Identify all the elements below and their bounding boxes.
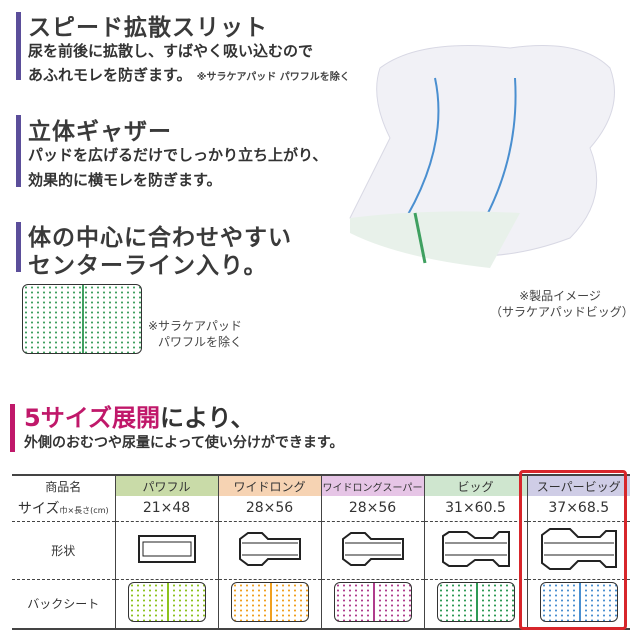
product-name: パワフル bbox=[114, 474, 218, 496]
feature-text: あふれモレを防ぎます。 ※サラケアパッド パワフルを除く bbox=[28, 66, 350, 84]
shape-icon bbox=[320, 521, 424, 580]
image-caption: ※製品イメージ（サラケアパッドビッグ） bbox=[490, 289, 634, 319]
feature-text: 効果的に横モレを防ぎます。 bbox=[28, 171, 222, 189]
size-table: 商品名 パワフル ワイドロング ワイドロングスーパー ビッグ スーパービッグ サ… bbox=[12, 474, 630, 630]
backsheet-image bbox=[217, 579, 321, 630]
backsheet-image bbox=[114, 579, 218, 630]
feature-title: 体の中心に合わせやすい bbox=[28, 225, 292, 251]
highlight-box bbox=[519, 470, 627, 630]
feature-title: 立体ギャザー bbox=[28, 119, 172, 145]
product-size: 28×56 bbox=[320, 496, 424, 522]
product-size: 37×68.5 bbox=[526, 496, 630, 522]
feature-note: ※サラケアパッド パワフルを除く bbox=[196, 72, 350, 83]
row-label-size: サイズ巾×長さ(cm) bbox=[12, 496, 115, 522]
sizes-subtitle: 外側のおむつや尿量によって使い分けができます。 bbox=[24, 435, 344, 451]
row-label-shape: 形状 bbox=[12, 521, 115, 580]
feature-text: パッドを広げるだけでしっかり立ち上がり、 bbox=[28, 146, 328, 164]
row-label-backsheet: バックシート bbox=[12, 579, 115, 630]
backsheet-image bbox=[320, 579, 424, 630]
product-size: 21×48 bbox=[114, 496, 218, 522]
section-bar bbox=[16, 115, 21, 187]
row-label-name: 商品名 bbox=[12, 474, 115, 496]
product-name: ワイドロングスーパー bbox=[320, 474, 424, 496]
feature-text: 尿を前後に拡散し、すばやく吸い込むので bbox=[28, 42, 314, 60]
product-name: スーパービッグ bbox=[526, 474, 630, 496]
centerline-pattern-image bbox=[22, 284, 142, 354]
backsheet-image bbox=[526, 579, 630, 630]
backsheet-image bbox=[423, 579, 527, 630]
shape-icon bbox=[114, 521, 218, 580]
product-name: ビッグ bbox=[423, 474, 527, 496]
feature-title: スピード拡散スリット bbox=[28, 15, 268, 41]
sizes-heading: 5サイズ展開により、 bbox=[24, 404, 255, 432]
feature-title: センターライン入り。 bbox=[28, 253, 268, 279]
centerline-note: ※サラケアパッドパワフルを除く bbox=[148, 319, 243, 349]
section-bar bbox=[16, 222, 21, 272]
shape-icon bbox=[423, 521, 527, 580]
shape-icon bbox=[217, 521, 321, 580]
product-size: 31×60.5 bbox=[423, 496, 527, 522]
product-name: ワイドロング bbox=[217, 474, 321, 496]
section-bar bbox=[10, 404, 15, 452]
product-image bbox=[349, 45, 615, 268]
product-size: 28×56 bbox=[217, 496, 321, 522]
shape-icon bbox=[526, 521, 630, 580]
section-bar bbox=[16, 12, 21, 80]
